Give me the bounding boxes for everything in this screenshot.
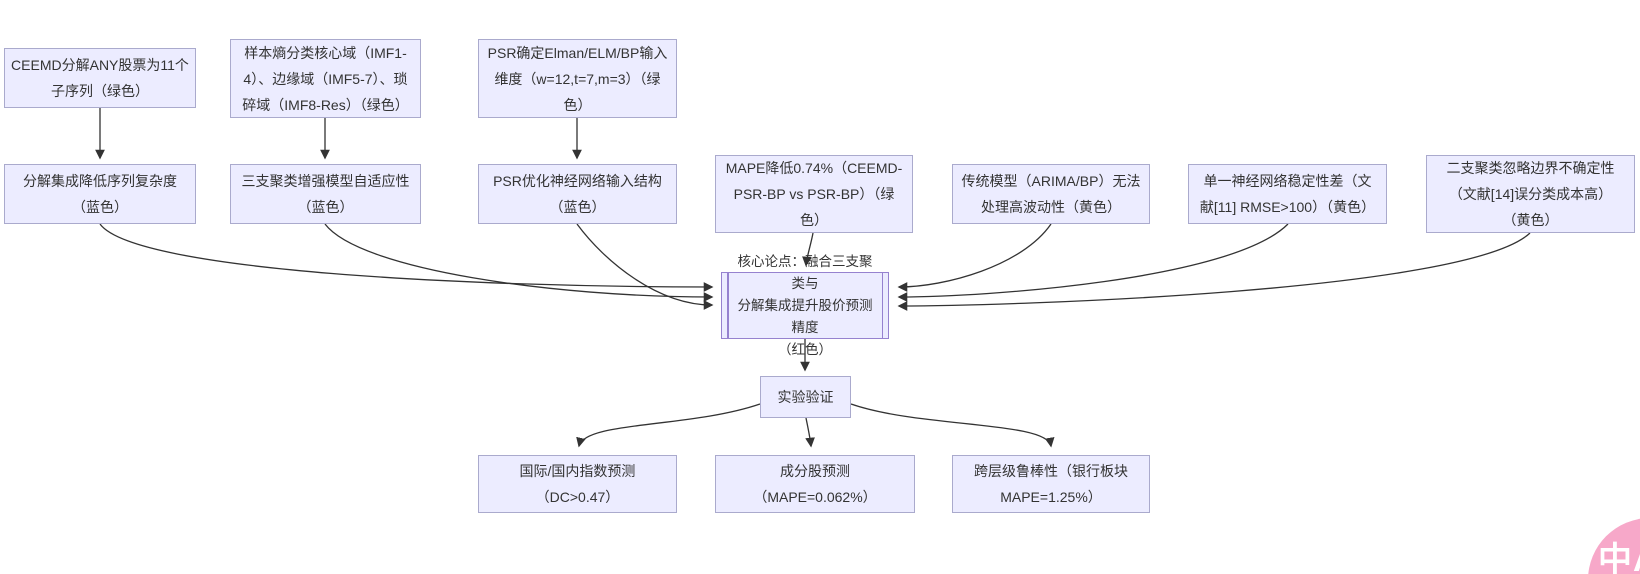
node-ceemd-decompose: CEEMD分解ANY股票为11个 子序列（绿色） — [4, 48, 196, 108]
edge-experiment-to-constituent — [805, 417, 815, 448]
edge-experiment-to-robustness — [850, 403, 1055, 448]
translate-icon: 中A — [1598, 541, 1640, 574]
node-core-thesis: 核心论点：融合三支聚类与 分解集成提升股价预测精度 （红色） — [721, 254, 889, 357]
node-mape-evidence: MAPE降低0.74%（CEEMD- PSR-BP vs PSR-BP）（绿 色… — [715, 155, 913, 233]
node-two-way-limit: 二支聚类忽略边界不确定性 （文献[14]误分类成本高） （黄色） — [1426, 155, 1635, 233]
edge-traditional-to-core — [897, 223, 1052, 292]
node-index-prediction: 国际/国内指数预测 （DC>0.47） — [478, 455, 677, 513]
node-experiment: 实验验证 — [760, 376, 851, 418]
edge-mape-to-core — [802, 232, 814, 267]
node-decompose-benefit: 分解集成降低序列复杂度 （蓝色） — [4, 164, 196, 224]
node-single-nn-limit: 单一神经网络稳定性差（文 献[11] RMSE>100）（黄色） — [1188, 164, 1387, 224]
node-three-way-benefit: 三支聚类增强模型自适应性 （蓝色） — [230, 164, 421, 224]
edge-decompose-to-core — [99, 223, 714, 292]
edge-psrbenefit-to-core — [576, 223, 714, 310]
node-psr-benefit: PSR优化神经网络输入结构 （蓝色） — [478, 164, 677, 224]
node-sample-entropy: 样本熵分类核心域（IMF1- 4）、边缘域（IMF5-7）、琐 碎域（IMF8-… — [230, 39, 421, 118]
node-traditional-limit: 传统模型（ARIMA/BP）无法 处理高波动性（黄色） — [952, 164, 1150, 224]
node-constituent-prediction: 成分股预测 （MAPE=0.062%） — [715, 455, 915, 513]
translate-button[interactable]: 中A — [1588, 518, 1640, 574]
edge-twoway-to-core — [897, 232, 1531, 311]
edge-experiment-to-index — [576, 403, 761, 448]
node-robustness: 跨层级鲁棒性（银行板块 MAPE=1.25%） — [952, 455, 1150, 513]
edge-singlenn-to-core — [897, 223, 1289, 302]
edge-threeway-to-core — [324, 223, 714, 302]
node-psr-dimension: PSR确定Elman/ELM/BP输入 维度（w=12,t=7,m=3）（绿 色… — [478, 39, 677, 118]
